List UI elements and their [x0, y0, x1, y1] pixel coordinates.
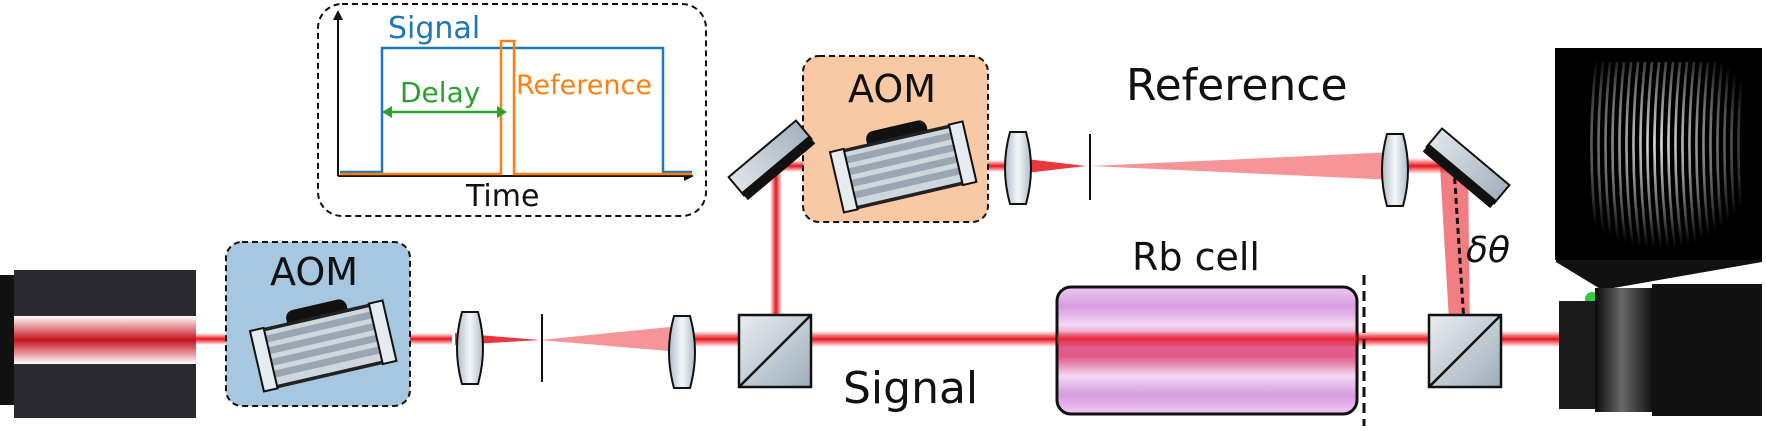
- aom-signal-label: AOM: [270, 250, 358, 294]
- fringe-line: [1639, 61, 1649, 249]
- fringe-line: [1695, 61, 1705, 249]
- lens-icon: [1004, 131, 1032, 205]
- fringe-line: [1674, 61, 1684, 249]
- lens-icon: [668, 315, 696, 389]
- fringe-line: [1660, 61, 1670, 249]
- fringe-line: [1604, 61, 1614, 249]
- lens-icon: [1381, 133, 1409, 207]
- fringe-line: [1702, 61, 1712, 249]
- signal-trace-label: Signal: [388, 11, 480, 46]
- fringe-line: [1632, 61, 1642, 249]
- fringe-line: [1667, 61, 1677, 249]
- aom-reference-box: AOM: [802, 55, 989, 223]
- reference-trace: [340, 39, 692, 176]
- camera-icon: [1556, 258, 1762, 416]
- fringe-line: [1730, 61, 1740, 249]
- fringe-line: [1723, 61, 1733, 249]
- lens-icon: [456, 311, 484, 385]
- rb-cell: Rb cell: [1055, 235, 1359, 416]
- fringe-line: [1681, 61, 1691, 249]
- fringe-line: [1653, 61, 1663, 249]
- fringe-line: [1688, 61, 1698, 249]
- aom-reference-label: AOM: [848, 67, 936, 111]
- fringe-line: [1716, 61, 1726, 249]
- beamsplitter-cube-icon: [737, 313, 813, 389]
- beamsplitter-cube-icon: [1427, 313, 1503, 389]
- fringe-line: [1737, 61, 1747, 249]
- interference-fringes-icon: [1555, 48, 1762, 260]
- fringe-line: [1625, 61, 1635, 249]
- delay-label: Delay: [400, 76, 480, 109]
- fringe-line: [1590, 61, 1600, 249]
- laser-icon: [0, 270, 196, 418]
- fringe-line: [1646, 61, 1656, 249]
- aom-signal-box: AOM: [225, 241, 411, 407]
- rb-cell-label: Rb cell: [1132, 235, 1260, 279]
- reference-trace-label: Reference: [516, 70, 652, 101]
- signal-trace: [340, 46, 692, 174]
- time-axis-label: Time: [465, 179, 539, 214]
- fringe-line: [1597, 61, 1607, 249]
- reference-beam-label: Reference: [1126, 60, 1348, 111]
- fringe-line: [1709, 61, 1719, 249]
- angle-label: δθ: [1466, 230, 1510, 271]
- fringe-line: [1618, 61, 1628, 249]
- signal-beam-label: Signal: [843, 363, 978, 414]
- fringe-line: [1611, 61, 1621, 249]
- timing-inset: Signal Delay Reference Time: [317, 3, 707, 217]
